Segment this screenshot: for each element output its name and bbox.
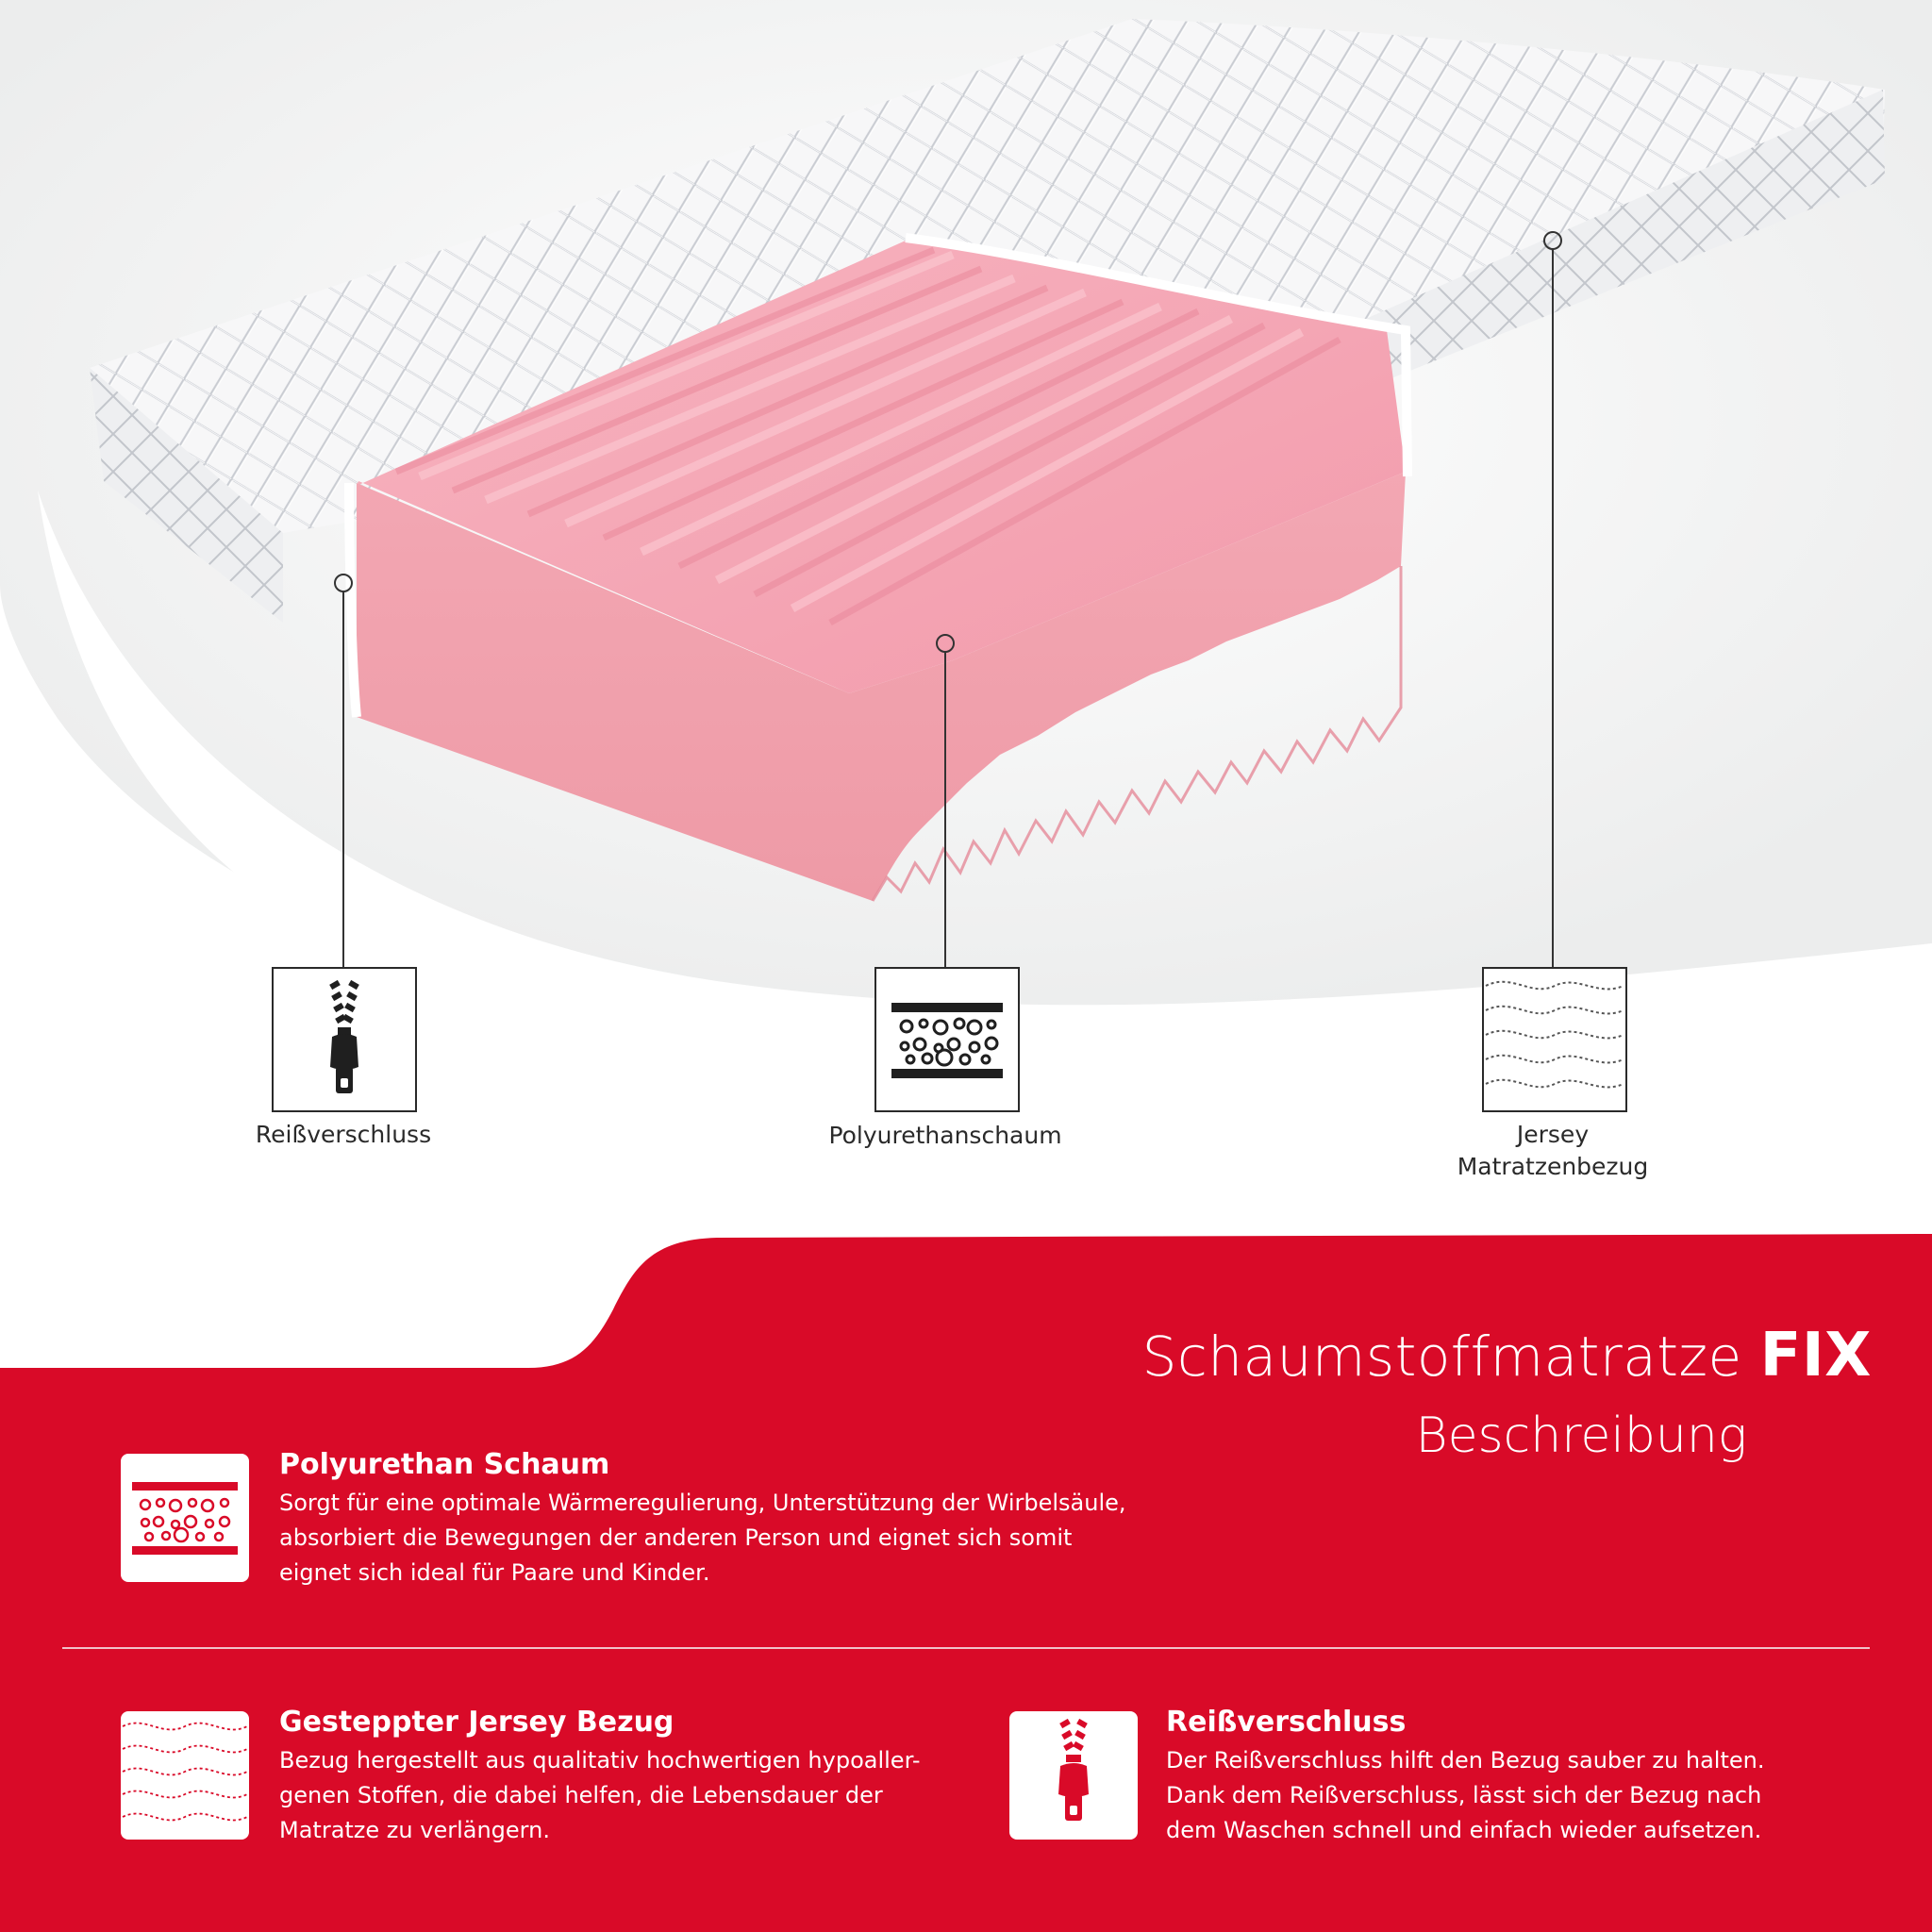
page-title-light: Schaumstoffmatratze <box>1141 1324 1742 1389</box>
feature-jersey-body-line: Bezug hergestellt aus qualitativ hochwer… <box>279 1747 921 1774</box>
feature-foam-body-line: eignet sich ideal für Paare und Kinder. <box>279 1559 710 1586</box>
feature-jersey-title: Gesteppter Jersey Bezug <box>279 1706 675 1739</box>
feature-zipper-title: Reißverschluss <box>1166 1706 1407 1739</box>
feature-foam-body-line: absorbiert die Bewegungen der anderen Pe… <box>279 1524 1073 1551</box>
feature-zipper-body-line: Der Reißverschluss hilft den Bezug saube… <box>1166 1747 1765 1774</box>
callout-jersey-frame <box>1482 967 1627 1112</box>
feature-foam-tile <box>121 1454 249 1582</box>
foam-icon <box>891 1003 1003 1078</box>
page-title-bold: FIX <box>1759 1321 1872 1391</box>
page-subtitle: Beschreibung <box>1415 1407 1747 1464</box>
red-info-panel <box>0 1234 1932 1932</box>
feature-foam-body: Sorgt für eine optimale Wärmeregulierung… <box>279 1486 1126 1591</box>
jersey-cover-icon <box>1485 980 1624 1089</box>
callout-zipper-frame <box>272 967 417 1112</box>
callout-label-jersey-line-2: Matratzenbezug <box>1457 1153 1649 1180</box>
callout-label-jersey-line-1: Jersey <box>1516 1121 1590 1148</box>
zipper-icon <box>1058 1718 1089 1821</box>
callout-label-jersey: Jersey Matratzenbezug <box>1411 1119 1694 1183</box>
feature-jersey-body: Bezug hergestellt aus qualitativ hochwer… <box>279 1743 921 1848</box>
feature-zipper-tile <box>1009 1711 1138 1840</box>
zipper-icon <box>329 979 359 1093</box>
feature-jersey-tile <box>121 1711 249 1840</box>
feature-zipper-body: Der Reißverschluss hilft den Bezug saube… <box>1166 1743 1764 1848</box>
section-divider <box>62 1647 1870 1649</box>
feature-jersey-body-line: Matratze zu verlängern. <box>279 1817 550 1843</box>
feature-jersey-body-line: genen Stoffen, die dabei helfen, die Leb… <box>279 1782 883 1808</box>
feature-zipper-body-line: Dank dem Reißverschluss, lässt sich der … <box>1166 1782 1762 1808</box>
feature-foam-title: Polyurethan Schaum <box>279 1448 610 1481</box>
feature-foam-body-line: Sorgt für eine optimale Wärmeregulierung… <box>279 1490 1126 1516</box>
foam-icon <box>132 1482 238 1555</box>
mattress-illustration <box>0 0 1932 1035</box>
jersey-cover-icon <box>122 1722 248 1822</box>
callout-label-zipper: Reißverschluss <box>255 1121 432 1148</box>
callout-label-foam: Polyurethanschaum <box>828 1122 1062 1149</box>
feature-zipper-body-line: dem Waschen schnell und einfach wieder a… <box>1166 1817 1762 1843</box>
callout-foam-frame <box>874 967 1020 1112</box>
page-title: Schaumstoffmatratze FIX <box>1142 1321 1872 1391</box>
